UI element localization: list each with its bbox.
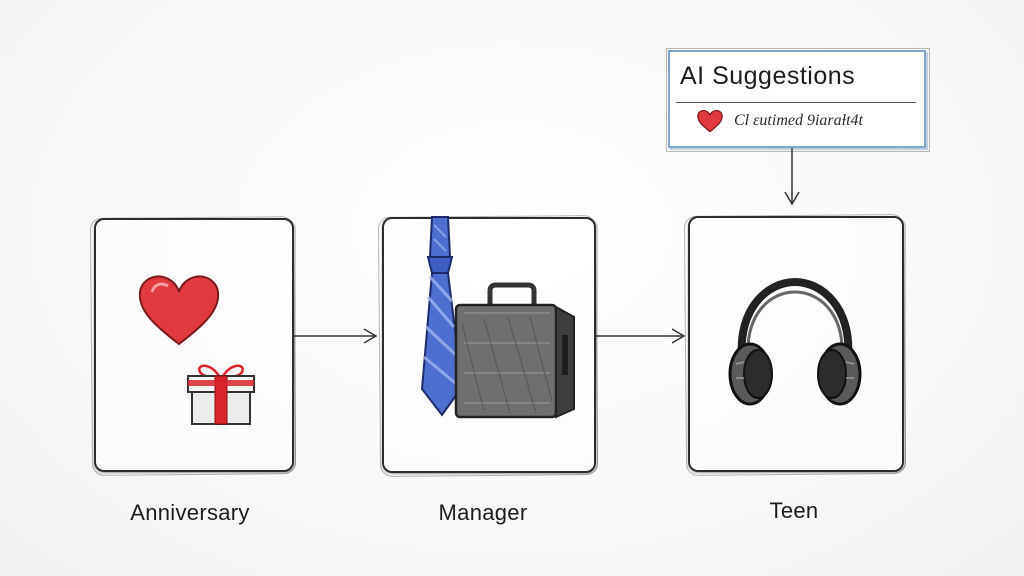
heart-icon: [138, 275, 220, 346]
flow-arrow-1: [292, 328, 378, 344]
anniversary-card: [94, 218, 294, 472]
ai-suggestion-item: Cl ɛutimed 9iaraɫt4t: [696, 108, 863, 134]
teen-card: [688, 216, 904, 472]
ai-suggestions-divider: [676, 102, 916, 103]
suggestion-arrow: [784, 146, 800, 206]
headphones-icon: [728, 277, 862, 406]
flow-arrow-2: [594, 328, 686, 344]
ai-suggestions-panel: AI Suggestions Cl ɛutimed 9iaraɫt4t: [666, 48, 930, 152]
ai-suggestion-text: Cl ɛutimed 9iaraɫt4t: [734, 112, 863, 129]
manager-label: Manager: [438, 500, 528, 525]
gift-box-icon: [187, 364, 255, 425]
manager-card: [382, 216, 596, 473]
briefcase-icon: [454, 282, 575, 419]
heart-icon: [697, 109, 723, 133]
ai-suggestions-title: AI Suggestions: [680, 62, 856, 90]
necktie-icon: [420, 216, 464, 417]
teen-label: Teen: [769, 498, 819, 523]
anniversary-label: Anniversary: [130, 500, 250, 525]
